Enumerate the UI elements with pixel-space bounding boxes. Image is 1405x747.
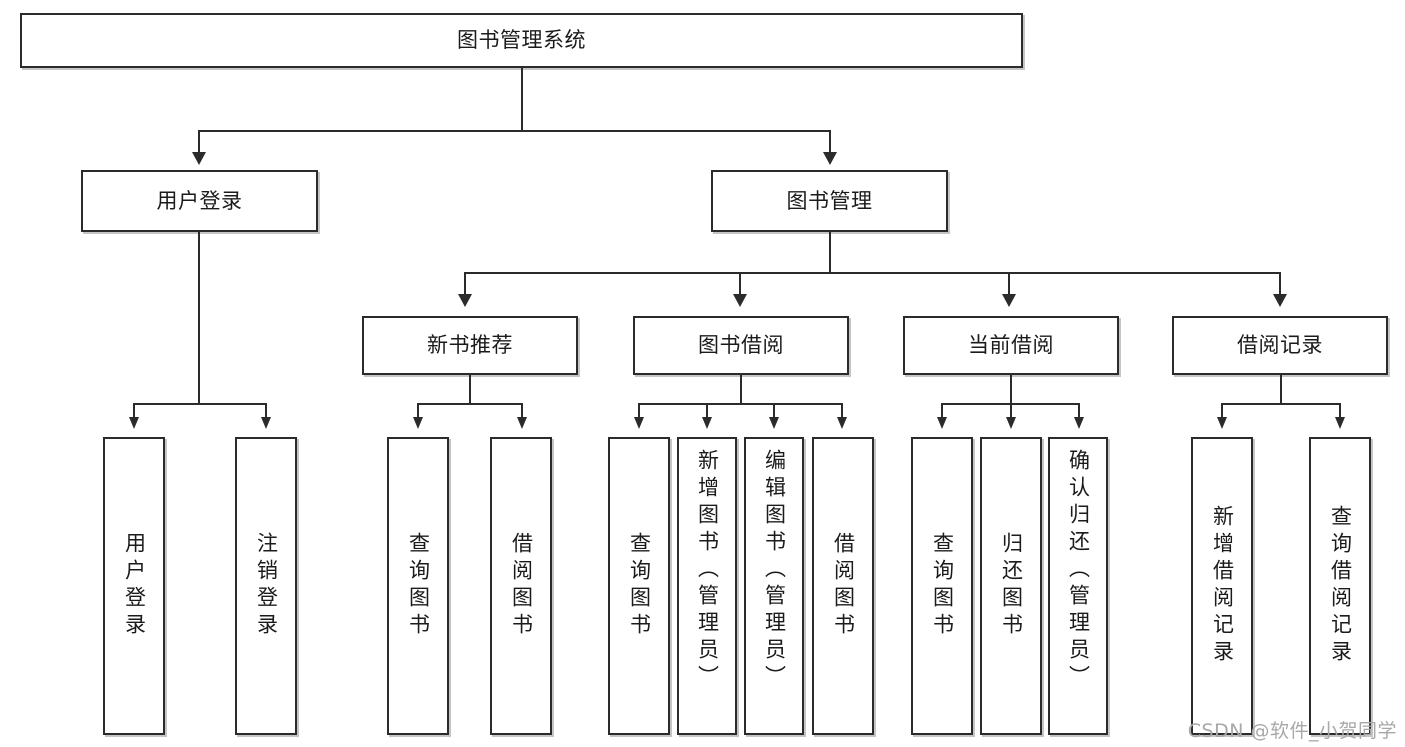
connector-user-login-trunk	[198, 232, 200, 404]
arrowhead-to-user-login	[192, 152, 206, 165]
node-label: 查询图书	[627, 532, 652, 640]
arrowhead-leaf-add-record	[1217, 417, 1227, 429]
arrowhead-to-borrow-record	[1273, 294, 1287, 307]
arrowhead-leaf-return-book	[1006, 417, 1016, 429]
connector-current-borrow-branch-3	[1078, 403, 1080, 419]
connector-root-to-user-login	[198, 130, 200, 155]
leaf-new-book-query[interactable]: 查询图书	[387, 437, 449, 735]
connector-borrow-record-trunk	[1280, 375, 1282, 404]
node-user-login[interactable]: 用户登录	[81, 170, 318, 232]
node-book-management[interactable]: 图书管理	[711, 170, 948, 232]
node-label: 注销登录	[254, 532, 279, 640]
node-label: 编辑图书（管理员）	[762, 449, 787, 692]
node-label: 查询图书	[930, 532, 955, 640]
connector-book-borrow-branch-1	[638, 403, 640, 419]
connector-borrow-record-bus	[1221, 403, 1340, 405]
node-label: 新增借阅记录	[1210, 505, 1235, 667]
node-new-book-recommend[interactable]: 新书推荐	[362, 316, 578, 375]
node-label: 图书管理系统	[457, 28, 586, 53]
arrowhead-to-current-borrow	[1002, 294, 1016, 307]
node-label: 新书推荐	[427, 333, 513, 358]
connector-borrow-record-branch-2	[1339, 403, 1341, 419]
connector-current-borrow-branch-2	[1010, 403, 1012, 419]
connector-user-login-bus	[133, 403, 266, 405]
node-borrow-record[interactable]: 借阅记录	[1172, 316, 1388, 375]
arrowhead-to-book-borrow	[733, 294, 747, 307]
connector-to-borrow-record	[1279, 272, 1281, 296]
node-label: 借阅图书	[831, 532, 856, 640]
arrowhead-leaf-query-book-b	[634, 417, 644, 429]
connector-root-trunk	[521, 68, 523, 131]
connector-book-borrow-branch-2	[706, 403, 708, 419]
connector-new-book-branch-2	[521, 403, 523, 419]
arrowhead-leaf-logout	[261, 417, 271, 429]
leaf-logout[interactable]: 注销登录	[235, 437, 297, 735]
leaf-add-borrow-record[interactable]: 新增借阅记录	[1191, 437, 1253, 735]
leaf-user-login[interactable]: 用户登录	[103, 437, 165, 735]
connector-root-to-book-manage	[829, 130, 831, 155]
node-label: 借阅记录	[1237, 333, 1323, 358]
arrowhead-leaf-edit-book	[769, 417, 779, 429]
leaf-edit-book-admin[interactable]: 编辑图书（管理员）	[744, 437, 804, 735]
leaf-return-book[interactable]: 归还图书	[980, 437, 1042, 735]
connector-new-book-branch-1	[417, 403, 419, 419]
connector-new-book-bus	[417, 403, 522, 405]
node-label: 归还图书	[999, 532, 1024, 640]
arrowhead-leaf-borrow-book-b	[837, 417, 847, 429]
connector-book-borrow-bus	[638, 403, 843, 405]
node-label: 新增图书（管理员）	[695, 449, 720, 692]
arrowhead-to-new-book	[458, 294, 472, 307]
connector-current-borrow-branch-1	[941, 403, 943, 419]
node-label: 查询图书	[406, 532, 431, 640]
node-label: 当前借阅	[968, 333, 1054, 358]
node-label: 确认归还（管理员）	[1066, 449, 1091, 692]
node-label: 图书借阅	[698, 333, 784, 358]
arrowhead-leaf-add-book	[702, 417, 712, 429]
connector-book-borrow-trunk	[740, 375, 742, 404]
connector-book-borrow-branch-3	[773, 403, 775, 419]
leaf-current-query-book[interactable]: 查询图书	[911, 437, 973, 735]
node-label: 借阅图书	[509, 532, 534, 640]
connector-new-book-trunk	[469, 375, 471, 404]
node-label: 查询借阅记录	[1328, 505, 1353, 667]
leaf-query-borrow-record[interactable]: 查询借阅记录	[1309, 437, 1371, 735]
leaf-confirm-return-admin[interactable]: 确认归还（管理员）	[1048, 437, 1108, 735]
node-book-borrow[interactable]: 图书借阅	[633, 316, 849, 375]
connector-current-borrow-trunk	[1010, 375, 1012, 404]
node-root-system[interactable]: 图书管理系统	[20, 13, 1023, 68]
arrowhead-leaf-query-record	[1335, 417, 1345, 429]
connector-to-book-borrow	[739, 272, 741, 296]
node-label: 用户登录	[156, 188, 243, 213]
arrowhead-leaf-user-login	[129, 417, 139, 429]
node-current-borrow[interactable]: 当前借阅	[903, 316, 1119, 375]
connector-root-bus	[199, 130, 831, 132]
arrowhead-leaf-query-book-c	[937, 417, 947, 429]
leaf-new-book-borrow[interactable]: 借阅图书	[490, 437, 552, 735]
connector-to-current-borrow	[1008, 272, 1010, 296]
arrowhead-leaf-borrow-book-a	[517, 417, 527, 429]
connector-user-login-branch-2	[265, 403, 267, 419]
leaf-add-book-admin[interactable]: 新增图书（管理员）	[677, 437, 737, 735]
leaf-borrow-book[interactable]: 借阅图书	[812, 437, 874, 735]
arrowhead-to-book-manage	[823, 152, 837, 165]
node-label: 图书管理	[786, 188, 873, 213]
node-label: 用户登录	[122, 532, 147, 640]
connector-book-borrow-branch-4	[841, 403, 843, 419]
arrowhead-leaf-confirm-return	[1074, 417, 1084, 429]
connector-to-new-book	[464, 272, 466, 296]
connector-borrow-record-branch-1	[1221, 403, 1223, 419]
connector-user-login-branch-1	[133, 403, 135, 419]
arrowhead-leaf-query-book-a	[413, 417, 423, 429]
connector-level3-bus	[464, 272, 1280, 274]
leaf-borrow-query-book[interactable]: 查询图书	[608, 437, 670, 735]
connector-book-manage-trunk	[829, 232, 831, 273]
